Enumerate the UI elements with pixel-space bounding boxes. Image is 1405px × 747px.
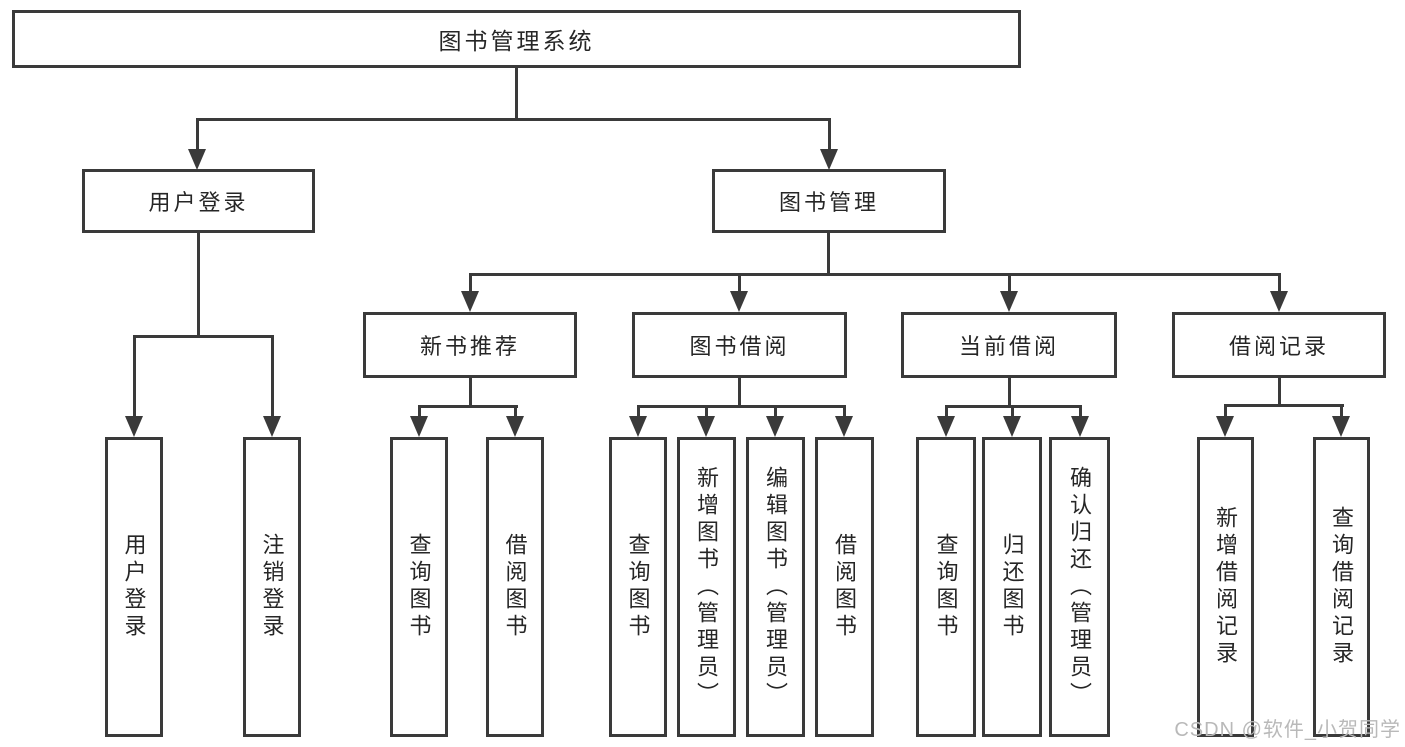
leaf-label: 查询图书 <box>625 533 651 641</box>
connector-line <box>133 335 136 419</box>
leaf-edit-book-admin: 编辑图书（管理员） <box>746 437 805 737</box>
connector-line <box>418 405 421 419</box>
arrow-down-icon <box>835 416 853 437</box>
leaf-return-books: 归还图书 <box>982 437 1042 737</box>
watermark: CSDN @软件_小贺同学 <box>1174 719 1401 741</box>
connector-line <box>828 118 831 152</box>
node-user-login: 用户登录 <box>82 169 315 233</box>
leaf-label: 编辑图书（管理员） <box>763 465 789 709</box>
leaf-logout: 注销登录 <box>243 437 301 737</box>
arrow-down-icon <box>1216 416 1234 437</box>
connector-line <box>469 378 472 408</box>
node-label: 用户登录 <box>148 190 249 215</box>
leaf-label: 查询图书 <box>933 533 959 641</box>
node-label: 当前借阅 <box>958 334 1059 359</box>
connector-line <box>469 273 1281 276</box>
connector-line <box>1224 404 1344 407</box>
node-borrowing-records: 借阅记录 <box>1172 312 1386 378</box>
connector-line <box>133 335 274 338</box>
leaf-label: 用户登录 <box>121 533 147 641</box>
leaf-add-book-admin: 新增图书（管理员） <box>677 437 736 737</box>
arrow-down-icon <box>1071 416 1089 437</box>
leaf-label: 查询图书 <box>406 533 432 641</box>
node-label: 图书管理系统 <box>438 28 595 54</box>
connector-line <box>196 118 199 152</box>
connector-line <box>945 405 948 419</box>
connector-line <box>271 335 274 419</box>
arrow-down-icon <box>188 149 206 170</box>
connector-line <box>1008 273 1011 293</box>
connector-line <box>1079 405 1082 419</box>
connector-line <box>418 405 518 408</box>
connector-line <box>514 405 517 419</box>
leaf-label: 借阅图书 <box>832 533 858 641</box>
node-library-management-system: 图书管理系统 <box>12 10 1021 68</box>
connector-line <box>1340 404 1343 419</box>
leaf-query-books-borrowing: 查询图书 <box>609 437 667 737</box>
leaf-label: 查询借阅记录 <box>1329 506 1355 668</box>
node-label: 新书推荐 <box>419 334 520 359</box>
leaf-query-books-current: 查询图书 <box>916 437 976 737</box>
connector-line <box>469 273 472 293</box>
arrow-down-icon <box>461 291 479 312</box>
arrow-down-icon <box>1270 291 1288 312</box>
node-label: 图书借阅 <box>689 334 790 359</box>
connector-line <box>1008 378 1011 408</box>
connector-line <box>843 405 846 419</box>
arrow-down-icon <box>125 416 143 437</box>
leaf-label: 确认归还（管理员） <box>1067 465 1093 709</box>
node-book-borrowing: 图书借阅 <box>632 312 847 378</box>
leaf-label: 借阅图书 <box>502 533 528 641</box>
leaf-query-books-recommend: 查询图书 <box>390 437 448 737</box>
connector-line <box>637 405 846 408</box>
connector-line <box>774 405 777 419</box>
leaf-label: 新增借阅记录 <box>1213 506 1239 668</box>
arrow-down-icon <box>1003 416 1021 437</box>
connector-line <box>827 233 830 275</box>
arrow-down-icon <box>506 416 524 437</box>
leaf-add-borrow-record: 新增借阅记录 <box>1197 437 1254 737</box>
arrow-down-icon <box>1332 416 1350 437</box>
connector-line <box>738 273 741 293</box>
connector-line <box>705 405 708 419</box>
leaf-label: 新增图书（管理员） <box>694 465 720 709</box>
node-book-management: 图书管理 <box>712 169 946 233</box>
leaf-query-borrow-record: 查询借阅记录 <box>1313 437 1370 737</box>
connector-line <box>196 118 831 121</box>
leaf-user-login: 用户登录 <box>105 437 163 737</box>
connector-line <box>637 405 640 419</box>
connector-line <box>1278 378 1281 406</box>
arrow-down-icon <box>730 291 748 312</box>
connector-line <box>1011 405 1014 419</box>
leaf-label: 注销登录 <box>259 533 285 641</box>
connector-line <box>1224 404 1227 419</box>
leaf-borrow-books-borrowing: 借阅图书 <box>815 437 874 737</box>
node-label: 图书管理 <box>778 190 879 215</box>
arrow-down-icon <box>410 416 428 437</box>
connector-line <box>197 233 200 335</box>
arrow-down-icon <box>820 149 838 170</box>
arrow-down-icon <box>1000 291 1018 312</box>
arrow-down-icon <box>766 416 784 437</box>
arrow-down-icon <box>937 416 955 437</box>
arrow-down-icon <box>697 416 715 437</box>
leaf-label: 归还图书 <box>999 533 1025 641</box>
connector-line <box>515 68 518 118</box>
connector-line <box>1278 273 1281 293</box>
node-current-borrowing: 当前借阅 <box>901 312 1117 378</box>
arrow-down-icon <box>629 416 647 437</box>
connector-line <box>738 378 741 408</box>
node-new-book-recommendation: 新书推荐 <box>363 312 577 378</box>
arrow-down-icon <box>263 416 281 437</box>
node-label: 借阅记录 <box>1228 334 1329 359</box>
leaf-confirm-return-admin: 确认归还（管理员） <box>1049 437 1110 737</box>
leaf-borrow-books-recommend: 借阅图书 <box>486 437 544 737</box>
